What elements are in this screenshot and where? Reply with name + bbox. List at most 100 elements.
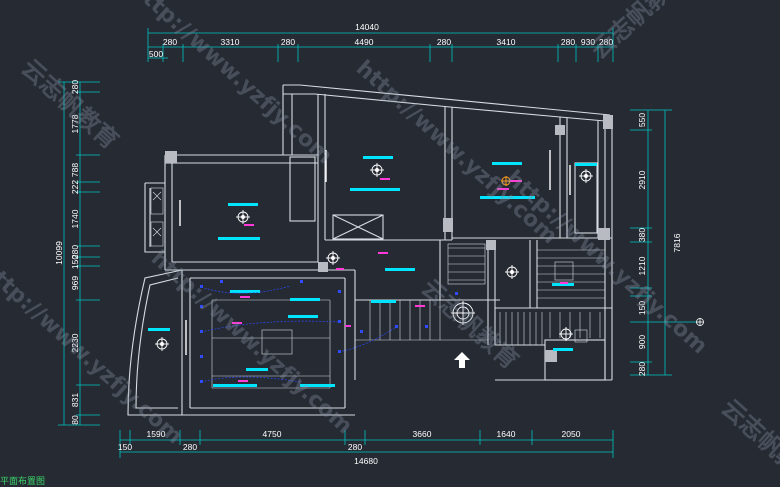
left-dim-9: 2230 [70, 333, 80, 352]
left-dim-11: 80 [70, 415, 80, 425]
led-strip [218, 237, 260, 240]
led-strip [246, 368, 268, 371]
ceiling-lamp-icon [236, 210, 250, 224]
axis-marker-icon [696, 318, 704, 326]
entrance-arrow-icon [454, 352, 470, 368]
led-strip [552, 283, 574, 286]
left-dim-10: 831 [70, 393, 80, 407]
led-strip [350, 188, 400, 191]
watermark-url-4: http://www.yzfjy.com [501, 166, 712, 359]
top-dim-5: 280 [437, 37, 451, 47]
right-dim-6: 900 [637, 335, 647, 349]
ceiling-lamps [155, 163, 593, 351]
top-dim-6: 3410 [497, 37, 516, 47]
bottom-dim-7: 1640 [497, 429, 516, 439]
led-strip [290, 298, 320, 301]
spotlight-icon [300, 280, 303, 283]
watermark-url-1: http://www.yzfjy.com [126, 0, 337, 169]
top-dim-7: 280 [561, 37, 575, 47]
ceiling-grid [211, 299, 331, 389]
led-strip [371, 300, 396, 303]
spotlight-icon [360, 330, 363, 333]
top-dim-4: 4490 [355, 37, 374, 47]
spotlight-icon [395, 325, 398, 328]
ceiling-lamp-icon [326, 251, 340, 265]
spotlight-icon [200, 330, 203, 333]
bottom-dim-3: 280 [183, 442, 197, 452]
left-dim-4: 222 [70, 180, 80, 194]
left-dim-3: 788 [70, 163, 80, 177]
window-marks [179, 150, 571, 355]
led-strip [213, 384, 257, 387]
led-strip [385, 268, 415, 271]
ceiling-lamp-icon [451, 301, 475, 325]
top-segment-labels: 280 3310 280 4490 280 3410 280 930 280 5… [149, 37, 613, 59]
right-dimensions [630, 109, 700, 376]
led-strip [492, 162, 522, 165]
watermark-brand-3: 云志帆教育 [416, 274, 524, 375]
watermark-url-5: http://www.yzfjy.com [0, 256, 187, 449]
bottom-total-dimension: 14680 [354, 456, 378, 466]
bottom-dimensions [119, 430, 614, 458]
led-strip [363, 156, 393, 159]
left-dim-8: 969 [70, 276, 80, 290]
watermark-url-3: http://www.yzfjy.com [146, 246, 357, 439]
bottom-dim-6: 3660 [413, 429, 432, 439]
right-dim-3: 380 [637, 228, 647, 242]
bottom-dim-2: 1590 [147, 429, 166, 439]
left-dim-5: 1740 [70, 209, 80, 228]
right-segment-labels: 550 2910 380 1210 150 900 280 [637, 113, 647, 376]
top-dim-8: 930 [581, 37, 595, 47]
spotlight-icon [425, 325, 428, 328]
left-total-dimension: 10099 [54, 241, 64, 265]
led-strip [148, 328, 170, 331]
spotlight-icon [200, 355, 203, 358]
spotlight-icon [338, 350, 341, 353]
top-dim-1: 280 [163, 37, 177, 47]
top-total-dimension: 14040 [355, 22, 379, 32]
bottom-dim-1: 150 [118, 442, 132, 452]
left-dim-1: 280 [70, 80, 80, 94]
led-strips [148, 156, 597, 387]
right-dim-5: 150 [637, 301, 647, 315]
led-strip [300, 384, 335, 387]
bottom-dim-4: 4750 [263, 429, 282, 439]
ceiling-lamp-icon [559, 327, 573, 341]
left-dim-2: 1778 [70, 114, 80, 133]
top-dimensions [147, 28, 614, 62]
left-dim-7: 150 [70, 255, 80, 269]
ceiling-lamp-icon [155, 337, 169, 351]
ceiling-lamp-icon [579, 169, 593, 183]
watermark-brand-2: 云志帆教育 [585, 0, 693, 64]
led-strip [553, 348, 573, 351]
right-dim-2: 2910 [637, 170, 647, 189]
bottom-segment-labels: 150 1590 280 4750 280 3660 1640 2050 [118, 429, 581, 452]
right-total-dimension: 7816 [672, 233, 682, 252]
top-dim-9: 280 [599, 37, 613, 47]
watermark-brand-4: 云志帆教育 [716, 394, 780, 487]
drawing-caption: 平面布置图 [0, 476, 46, 486]
led-strip [228, 203, 258, 206]
spotlight-icon [455, 292, 458, 295]
watermark-brand-1: 云志帆教育 [16, 54, 124, 155]
columns [165, 115, 613, 362]
ceiling-lamp-icon [370, 163, 384, 177]
ceiling-lamp-icon [505, 265, 519, 279]
led-strip [288, 315, 318, 318]
top-dim-3: 280 [281, 37, 295, 47]
led-strip [480, 196, 535, 199]
bottom-dim-5: 280 [348, 442, 362, 452]
led-strip [575, 163, 597, 166]
right-dim-4: 1210 [637, 256, 647, 275]
spotlights [200, 280, 458, 383]
spotlight-icon [338, 290, 341, 293]
bay-window-seat [150, 187, 164, 247]
spotlight-icon [200, 305, 203, 308]
left-segment-labels: 280 1778 788 222 1740 280 150 969 2230 8… [70, 80, 80, 425]
walls [127, 84, 613, 416]
spotlight-icon [338, 320, 341, 323]
right-dim-7: 280 [637, 362, 647, 376]
wiring [200, 285, 397, 383]
